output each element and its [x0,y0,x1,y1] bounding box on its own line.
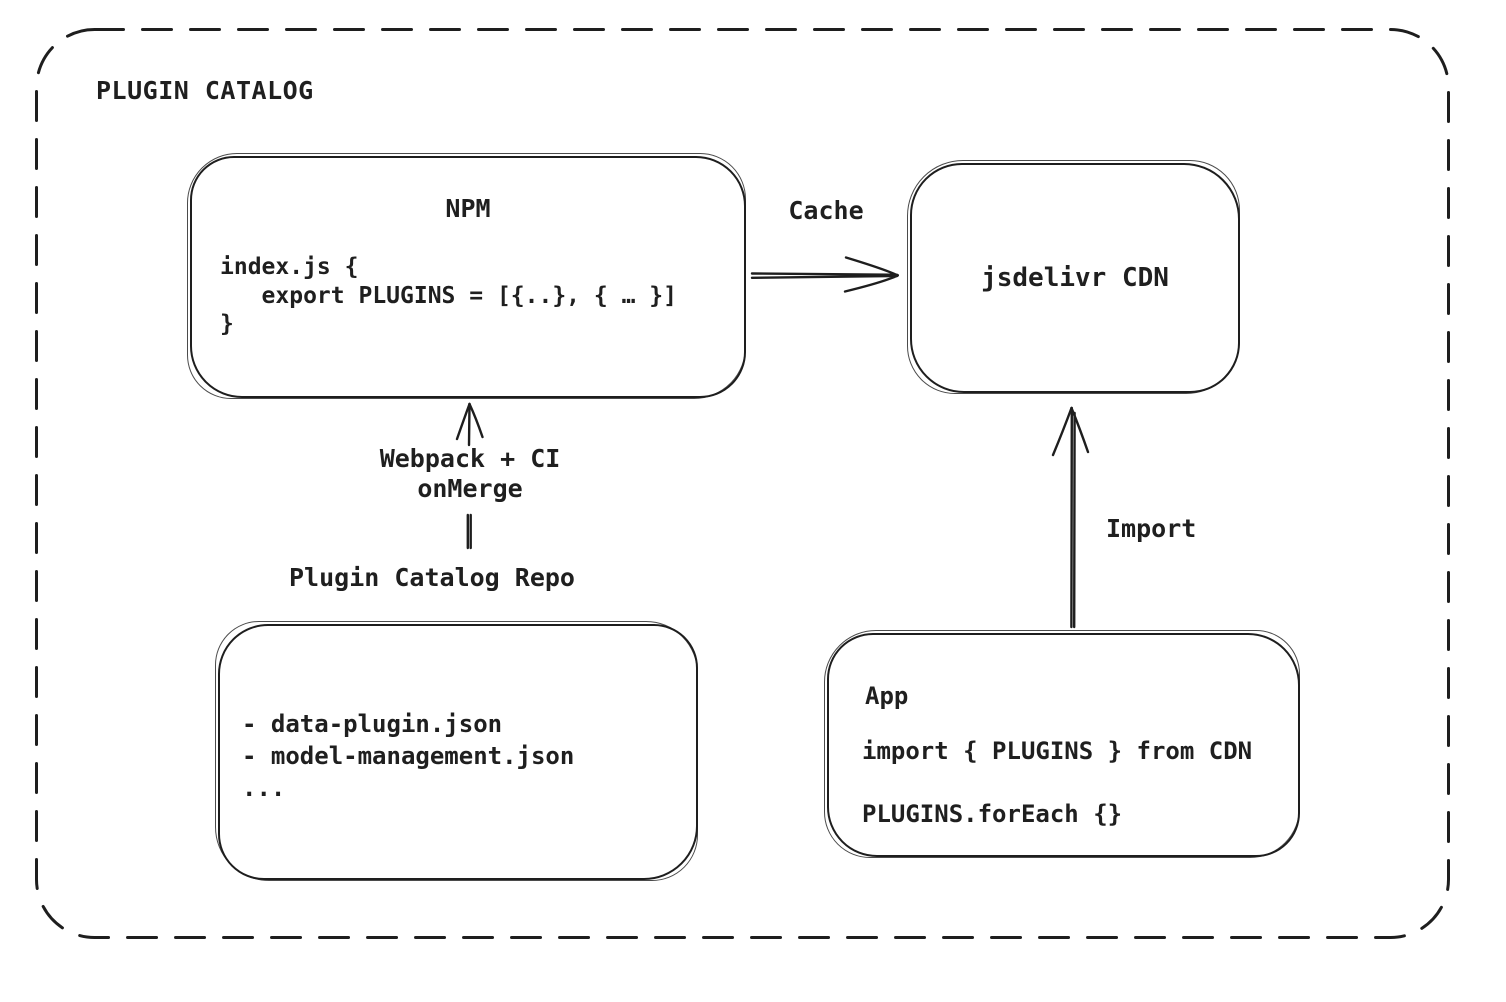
repo-file-item: - data-plugin.json [242,710,503,738]
arrow-head [844,256,899,277]
repo-file-item: - model-management.json [242,742,575,770]
cache-arrow [750,256,899,293]
code-line: index.js { [220,254,359,280]
repo-node: - data-plugin.json - model-management.js… [215,621,698,881]
arrow-head [455,402,471,441]
cache-arrow-label: Cache [788,196,864,225]
arrow-shaft [750,272,899,276]
arrow-shaft [750,274,899,279]
app-node-title: App [865,682,909,710]
cdn-node: jsdelivr CDN [907,160,1240,394]
build-arrow-label-line: Webpack + CI [379,444,561,473]
arrow-head [843,274,899,293]
repo-file-item: ... [242,774,286,802]
arrow-shaft [467,402,471,447]
plugin-catalog-frame [35,28,1450,939]
code-line: export PLUGINS = [{..}, { … }] [220,282,677,309]
code-line: import { PLUGINS } from CDN [862,737,1253,765]
code-line: PLUGINS.forEach {} [862,800,1123,828]
build-arrow [455,402,484,550]
repo-file-list: - data-plugin.json - model-management.js… [242,708,574,804]
build-arrow-label: Webpack + CI onMerge [344,444,596,503]
arrow-head [468,402,484,439]
import-arrow-label: Import [1106,514,1197,543]
app-node: App import { PLUGINS } from CDN PLUGINS.… [824,630,1300,858]
code-line: } [220,311,234,337]
cdn-node-title: jsdelivr CDN [981,263,1169,293]
npm-node-code: index.js { export PLUGINS = [{..}, { … }… [220,253,677,339]
import-arrow [1051,406,1090,629]
build-arrow-label-line: onMerge [417,473,523,503]
arrow-head [1070,406,1090,454]
arrow-head [1051,406,1073,457]
repo-node-title: Plugin Catalog Repo [289,563,575,592]
npm-node: NPM index.js { export PLUGINS = [{..}, {… [187,153,746,399]
npm-node-title: NPM [445,194,491,223]
frame-title: PLUGIN CATALOG [96,76,314,105]
